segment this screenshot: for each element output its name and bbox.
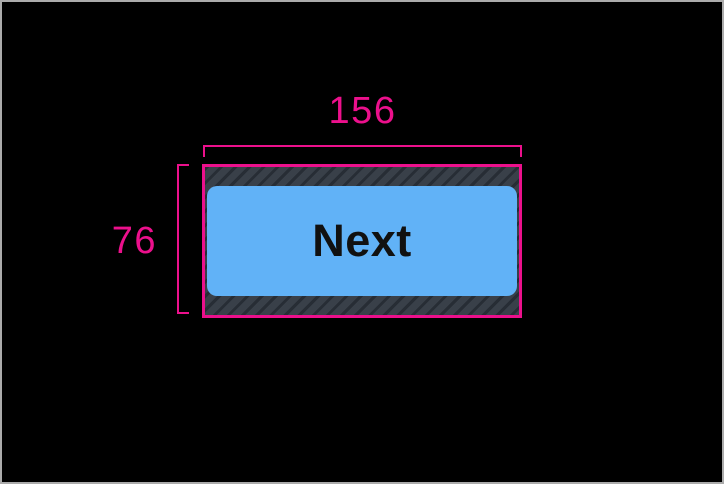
height-dimension-label: 76 (111, 220, 157, 262)
width-dimension-label: 156 (328, 90, 397, 132)
height-measurement-bracket (177, 164, 189, 314)
next-button[interactable]: Next (207, 186, 517, 296)
width-measurement-bracket (203, 145, 522, 157)
touch-target-bounds: Next (202, 164, 522, 318)
